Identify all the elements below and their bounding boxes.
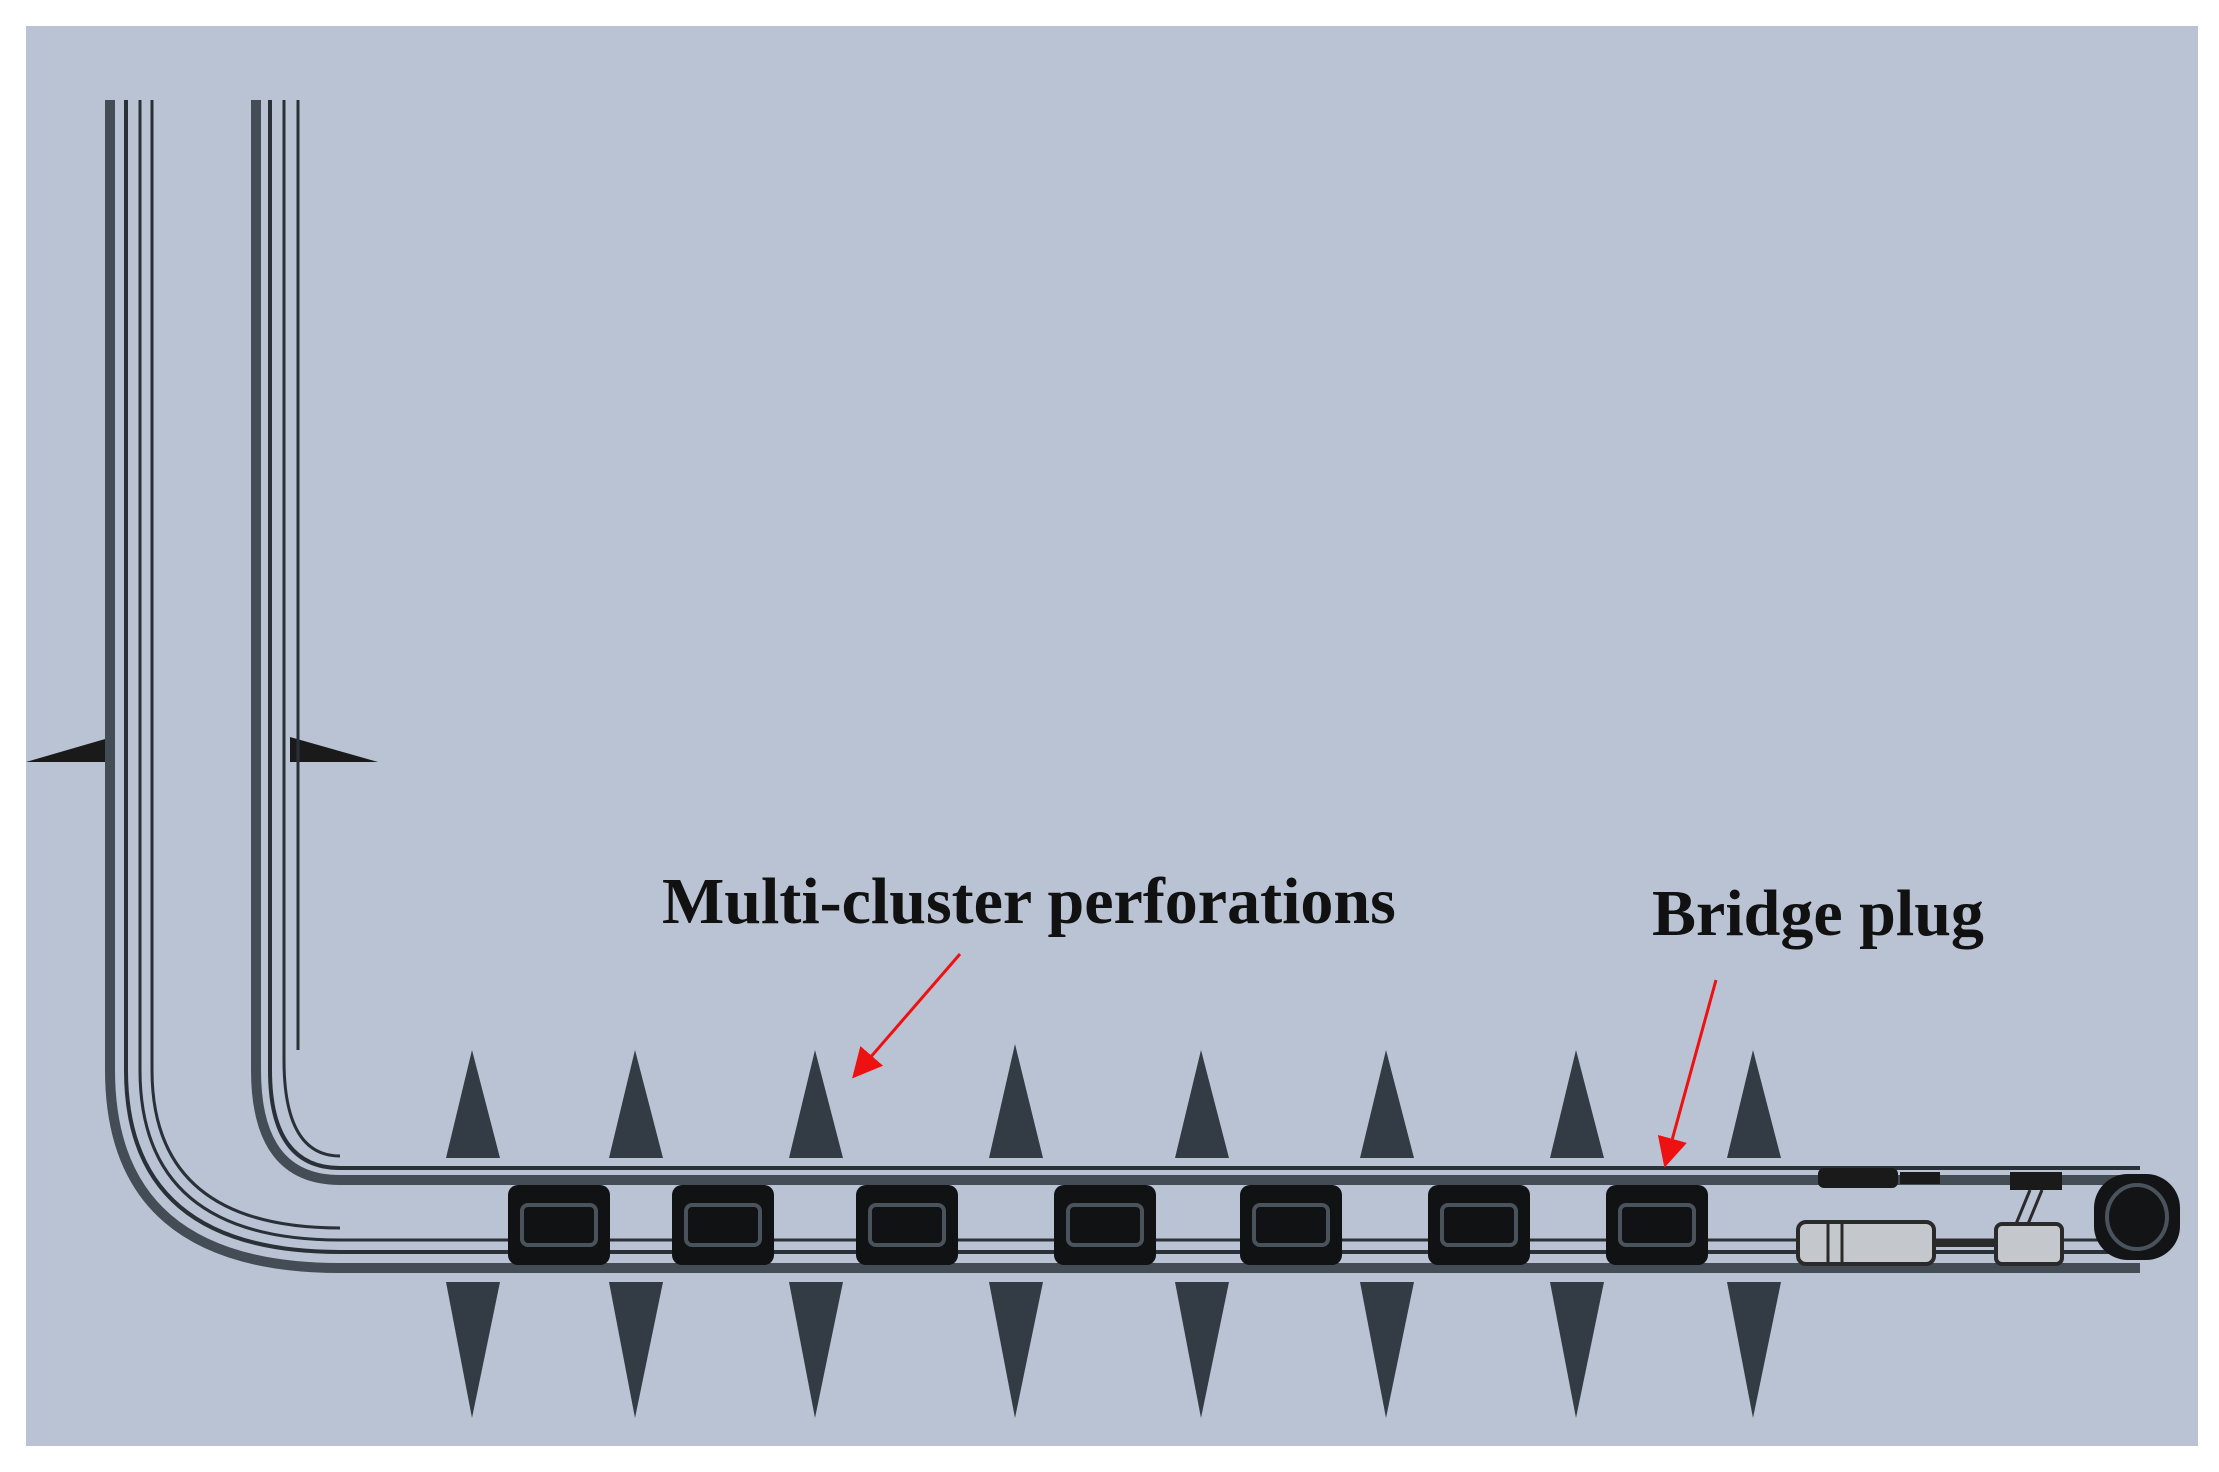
wellbore-casing: [105, 100, 2140, 1273]
toolstring: [1796, 1168, 2180, 1266]
perforation-cluster: [789, 1050, 843, 1418]
perforation-cluster: [989, 1044, 1043, 1418]
bridge-plug: [508, 1185, 610, 1265]
perforation-cluster: [1175, 1050, 1229, 1418]
wellbore-diagram: [26, 100, 2180, 1418]
perforations-label: Multi-cluster perforations: [662, 865, 1396, 938]
perforations-arrow: [852, 953, 962, 1079]
ground-marker-left: [26, 737, 112, 762]
perforation-cluster: [1360, 1050, 1414, 1418]
perforation-cluster: [446, 1050, 500, 1418]
bridge-plug: [1428, 1185, 1530, 1265]
bridge-plug-label: Bridge plug: [1652, 877, 1984, 950]
bridge-plug-arrow: [1657, 979, 1718, 1168]
bridge-plug: [672, 1185, 774, 1265]
bridge-plugs: [508, 1185, 1708, 1265]
perforation-clusters: [446, 1044, 1781, 1418]
ground-marker-right: [290, 737, 378, 762]
bridge-plug: [1240, 1185, 1342, 1265]
perforation-cluster: [1727, 1050, 1781, 1418]
perforation-cluster: [609, 1050, 663, 1418]
perforation-cluster: [1550, 1050, 1604, 1418]
bridge-plug: [1054, 1185, 1156, 1265]
bridge-plug: [1606, 1185, 1708, 1265]
bridge-plug: [856, 1185, 958, 1265]
wellbore-diagram-panel: Multi-cluster perforations Bridge plug: [26, 26, 2198, 1446]
